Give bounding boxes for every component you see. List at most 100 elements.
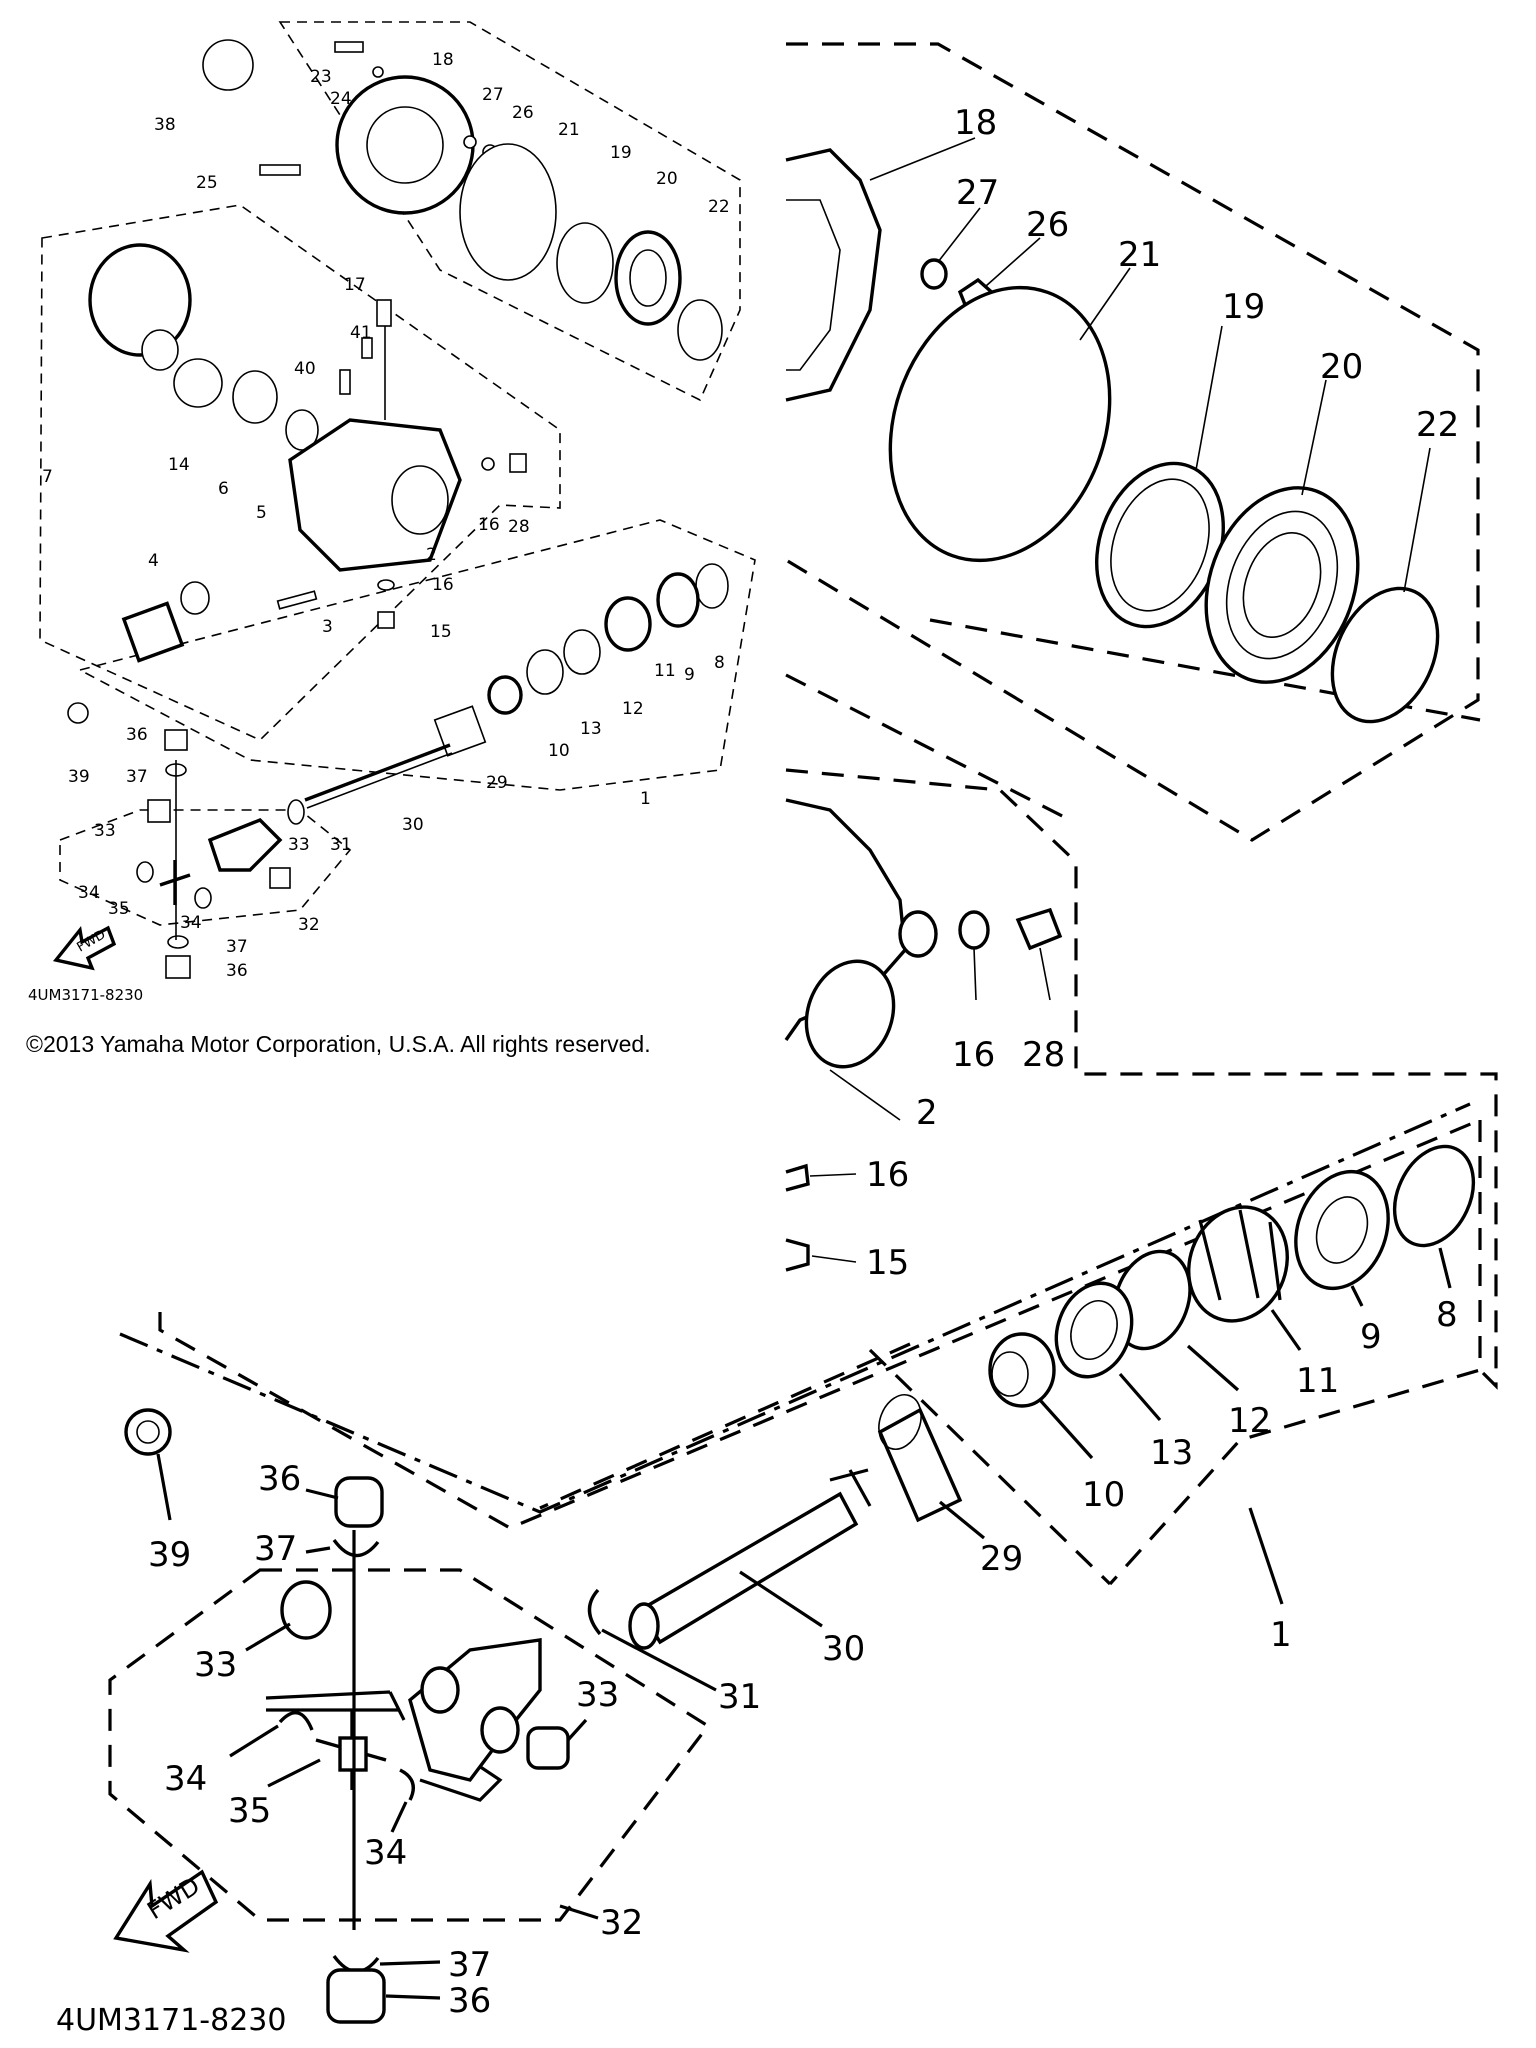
copyright-notice: ©2013 Yamaha Motor Corporation, U.S.A. A… [26,1031,651,1057]
bearing-20-bore [629,249,667,307]
bearing-33a [147,799,171,823]
circlip-8 [695,563,729,609]
label-18: 18 [432,50,454,70]
detail-washer-16b [785,1163,810,1192]
bearing-4 [180,581,210,615]
detail-case-bore [804,959,896,1069]
detail-circlip-34a [278,1711,314,1731]
detail-cover-labels: 18 27 26 21 19 20 22 [954,103,1459,445]
leader-34a [229,1724,279,1758]
detail-case-outline [785,768,1498,1390]
leader-35 [267,1758,321,1788]
overview-diagram-code: 4UM3171-8230 [28,986,143,1004]
o-ring-21 [459,143,557,281]
detail-bearing-cover-18-inner [786,199,841,371]
label-37a: 37 [126,767,148,787]
circlip-34b [194,887,212,909]
detail-drive-shaft-30-spline [829,1468,872,1507]
label-35: 35 [108,899,130,919]
detail-label-2: 2 [916,1093,938,1133]
detail-retainer-11-notches [1198,1209,1282,1301]
detail-shaft-outline-top [158,1118,1481,1530]
leader-34b [390,1801,408,1833]
leader-37a [305,1546,331,1554]
detail-label-26: 26 [1026,205,1069,245]
detail-label-29: 29 [980,1539,1023,1579]
detail-nut-39 [124,1408,172,1456]
detail-oil-seal-13 [1054,1281,1134,1379]
detail-shaft-center-line [119,1102,1471,1514]
nut-39 [67,702,89,724]
label-8: 8 [714,653,725,673]
detail-circlip-31 [587,1588,602,1636]
label-9: 9 [684,665,695,685]
detail-bearing-29-end [878,1394,922,1450]
detail-label-36a: 36 [258,1459,301,1499]
label-33b: 33 [288,835,310,855]
breather-17 [376,299,392,327]
detail-label-34a: 34 [164,1759,207,1799]
label-3: 3 [322,617,333,637]
drive-pinion-gear [121,601,185,663]
label-16b: 16 [432,575,454,595]
bearing-retainer-11 [604,596,652,652]
washer-16b [377,579,395,591]
detail-label-9: 9 [1360,1317,1382,1357]
label-31: 31 [330,835,352,855]
leader-29 [938,1500,986,1540]
label-13: 13 [580,719,602,739]
o-ring-12 [563,629,601,675]
collar-10 [487,675,523,715]
leader-33b [566,1718,588,1742]
leader-2 [829,1069,901,1121]
detail-shaft-view: FWD 8 9 11 12 13 10 29 1 30 31 39 36 37 … [108,1102,1482,2024]
detail-collar-10 [988,1332,1056,1408]
shaft-group-outline [77,519,756,791]
detail-label-33a: 33 [194,1645,237,1685]
leader-16a [973,947,977,1001]
detail-label-22: 22 [1416,405,1459,445]
detail-bearing-36a [334,1476,384,1528]
detail-label-32: 32 [600,1903,643,1943]
leader-20 [1301,379,1327,496]
bearing-36a [164,729,188,751]
yoke-group-outline [59,809,352,926]
label-28: 28 [508,517,530,537]
detail-circlip-34b [399,1768,415,1801]
leader-31 [601,1628,717,1692]
plug-28 [509,453,527,473]
label-11: 11 [654,661,676,681]
label-33a: 33 [94,821,116,841]
leader-8 [1438,1247,1452,1289]
detail-label-28: 28 [1022,1035,1065,1075]
detail-label-35: 35 [228,1791,271,1831]
label-4: 4 [148,551,159,571]
label-25: 25 [196,173,218,193]
thrust-washer-14 [173,358,223,408]
bearing-cover-18-bore [366,106,444,184]
label-30: 30 [402,815,424,835]
leader-30 [739,1570,823,1628]
label-38: 38 [154,115,176,135]
detail-cover-view: 18 27 26 21 19 20 22 [785,42,1481,842]
label-15: 15 [430,622,452,642]
leader-22 [1403,447,1431,593]
label-34a: 34 [78,883,100,903]
leader-21 [1079,267,1131,341]
leader-32 [559,1904,599,1920]
leader-36b [385,1994,441,2000]
leader-27 [937,207,981,263]
label-24: 24 [330,89,352,109]
label-23: 23 [310,67,332,87]
detail-shaft-labels: 8 9 11 12 13 10 29 1 30 31 39 36 37 33 3… [148,1295,1458,2021]
detail-washer-27 [920,258,948,290]
detail-oil-seal-19-inner [1110,478,1210,612]
leader-28 [1039,947,1051,1001]
detail-o-ring-21 [888,285,1112,563]
detail-plug-15 [785,1238,810,1272]
detail-bearing-33a [280,1580,332,1640]
leader-12 [1186,1344,1240,1392]
housing-group-outline [39,204,561,741]
leader-19 [1195,325,1223,471]
circlip-34a [136,861,154,883]
